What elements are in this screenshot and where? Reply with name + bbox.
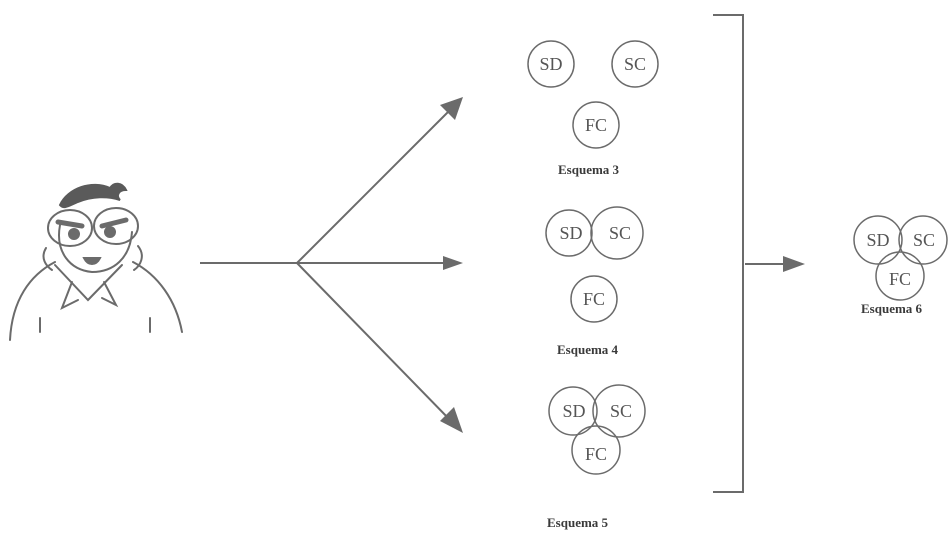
scheme-3-text-fc: FC [585,115,607,135]
scheme-6-circle-fc [875,251,925,301]
person-left-eye [68,228,80,240]
scheme-4-text-sc: SC [609,223,631,243]
scheme-6-circle-sd [853,215,903,265]
arrow-icon [440,97,463,120]
person-body-outline [9,261,183,341]
scheme-4-label: Esquema 4 [557,342,619,357]
scheme-3-label: Esquema 3 [558,162,620,177]
scheme-6-text-fc: FC [889,269,911,289]
scheme-3-circle-sc [611,40,659,88]
scheme-3-text-sd: SD [539,54,562,74]
person-right-glass [93,207,139,245]
person-head [58,224,133,274]
scheme-5-circle-sd [548,386,598,436]
scheme-6-circle-sc [898,215,948,265]
scheme-5-label: Esquema 5 [547,515,609,530]
scheme-4-circle-sc [590,206,644,260]
scheme-6-text-sd: SD [866,230,889,250]
person-mouth [82,257,102,265]
person-left-glass [47,209,93,247]
scheme-3-circles [527,40,659,149]
scheme-6-circles [853,215,948,301]
scheme-5-circle-sc [592,384,646,438]
arrow-icon [783,256,805,272]
scheme-6-text-sc: SC [913,230,935,250]
scheme-5-circles [548,384,646,475]
scheme-5-text-sc: SC [610,401,632,421]
scheme-4-text-sd: SD [559,223,582,243]
scheme-6-label: Esquema 6 [861,301,923,316]
person-illustration [9,182,183,341]
scheme-3-circle-fc [572,101,620,149]
branch-arrows [200,107,453,423]
arrow-down-line [296,262,453,423]
person-right-eye [104,226,116,238]
scheme-5-circle-fc [571,425,621,475]
arrow-up-line [296,107,453,264]
scheme-4-circles [545,206,644,323]
scheme-5-text-fc: FC [585,444,607,464]
scheme-4-circle-fc [570,275,618,323]
person-arm-lines [39,317,151,333]
scheme-3-text-sc: SC [624,54,646,74]
arrow-icon [443,256,463,270]
person-hair [58,182,128,209]
scheme-4-text-fc: FC [583,289,605,309]
scheme-5-text-sd: SD [562,401,585,421]
person-sideburns [42,245,143,271]
person-collar [54,264,123,311]
scheme-3-circle-sd [527,40,575,88]
person-eyebrows [55,217,129,229]
arrow-icon [440,407,463,433]
bracket-icon [713,14,744,493]
scheme-4-circle-sd [545,209,593,257]
